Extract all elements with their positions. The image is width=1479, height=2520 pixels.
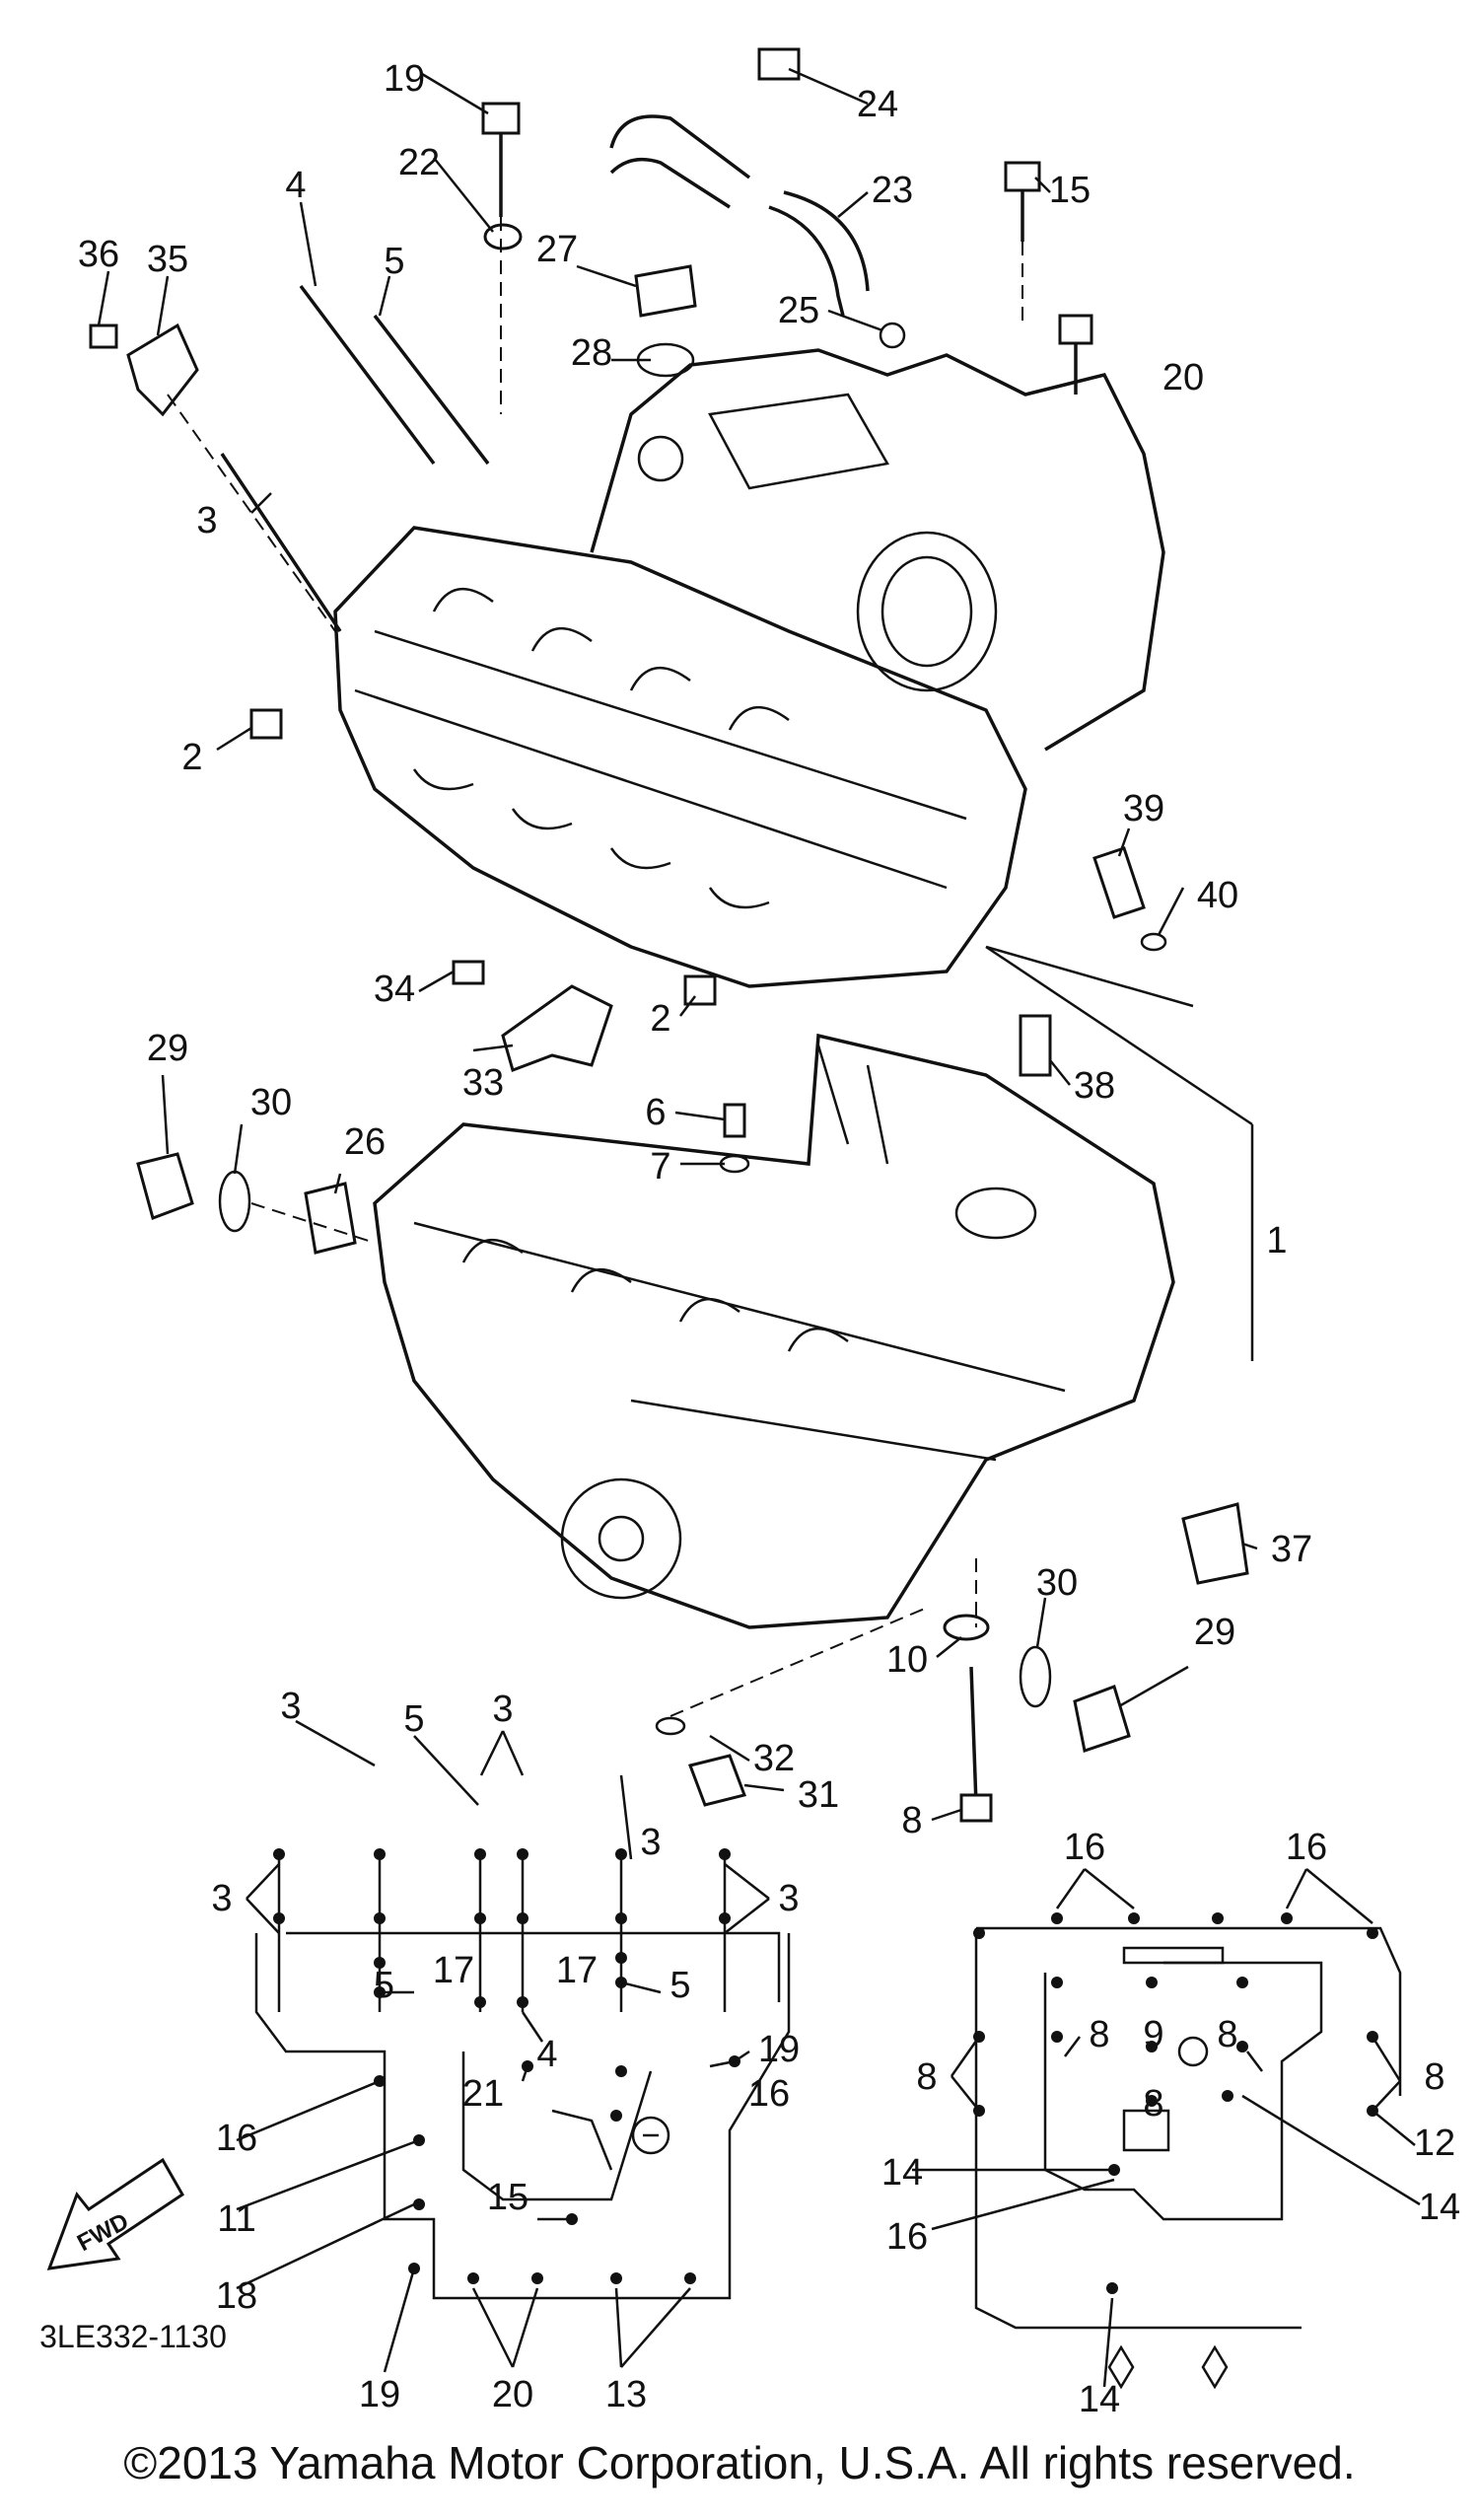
callout-25: 25 (778, 290, 819, 331)
callout-26: 26 (344, 1121, 386, 1163)
left-label-17-b: 17 (556, 1950, 598, 1991)
right-label-14-c: 14 (1079, 2379, 1120, 2420)
left-label-21: 21 (462, 2073, 504, 2115)
left-label-20: 20 (492, 2374, 533, 2415)
callout-35: 35 (147, 239, 188, 280)
left-label-19-b: 19 (359, 2374, 400, 2415)
left-label-11: 11 (217, 2198, 255, 2240)
right-label-14-b: 14 (1419, 2187, 1460, 2228)
callout-19: 19 (384, 58, 425, 100)
callout-10: 10 (886, 1639, 928, 1681)
callout-20: 20 (1162, 357, 1204, 398)
callout-1: 1 (1266, 1220, 1287, 1261)
callout-28: 28 (571, 332, 612, 374)
left-label-4: 4 (536, 2034, 557, 2075)
part-code: 3LE332-1130 (39, 2319, 227, 2354)
callout-27: 27 (536, 229, 578, 270)
callout-24: 24 (857, 84, 898, 125)
callout-29a: 29 (147, 1028, 188, 1069)
right-label-8-a: 8 (1089, 2014, 1109, 2055)
callout-4: 4 (285, 165, 306, 206)
right-label-12: 12 (1414, 2123, 1455, 2164)
upper-crankcase (333, 348, 1165, 988)
right-label-8-right: 8 (1424, 2056, 1444, 2098)
callout-15: 15 (1049, 170, 1091, 211)
left-label-17-a: 17 (433, 1950, 474, 1991)
right-bolt-pattern-detail (912, 1868, 1421, 2390)
copyright-notice: ©2013 Yamaha Motor Corporation, U.S.A. A… (123, 2437, 1356, 2488)
callout-7: 7 (650, 1146, 670, 1188)
callout-3: 3 (196, 500, 217, 541)
left-detail-labels: 3 5 3 3 3 3 5 17 17 5 4 19 21 16 16 11 1… (39, 1686, 800, 2415)
right-label-16-c: 16 (886, 2216, 928, 2258)
callout-40: 40 (1197, 875, 1238, 916)
right-detail-labels: 16 16 8 8 9 8 8 8 12 14 14 16 14 (881, 1827, 1460, 2420)
callout-34: 34 (374, 969, 415, 1010)
right-label-16-b: 16 (1286, 1827, 1327, 1868)
callout-2b: 2 (650, 998, 670, 1040)
callout-31: 31 (798, 1774, 839, 1816)
left-label-3-left: 3 (211, 1878, 232, 1919)
left-label-13: 13 (605, 2374, 647, 2415)
callout-leaders (97, 67, 1258, 1822)
left-label-3-right: 3 (640, 1822, 661, 1863)
right-label-16-a: 16 (1064, 1827, 1105, 1868)
right-detail-bolt-dots (973, 1912, 1378, 2294)
right-label-14-a: 14 (881, 2152, 923, 2194)
callout-38: 38 (1074, 1065, 1115, 1107)
callout-22: 22 (398, 142, 440, 183)
callout-6: 6 (645, 1092, 666, 1133)
left-label-19-a: 19 (758, 2029, 800, 2070)
left-detail-bolt-dots (273, 1848, 740, 2284)
left-label-15: 15 (487, 2177, 528, 2218)
callout-30b: 30 (1036, 1562, 1078, 1604)
callout-labels: 19 24 22 4 23 15 36 35 5 27 25 28 20 3 2… (78, 58, 1312, 1841)
left-label-16-b: 16 (748, 2073, 790, 2115)
callout-39: 39 (1123, 788, 1164, 829)
callout-2a: 2 (181, 737, 202, 778)
left-label-3-top: 3 (280, 1686, 301, 1727)
right-label-8-left: 8 (916, 2056, 937, 2098)
callout-5: 5 (384, 241, 404, 282)
fwd-arrow-icon (46, 2157, 184, 2270)
callout-32: 32 (753, 1738, 795, 1779)
right-label-8-c: 8 (1143, 2083, 1163, 2124)
left-label-3-mid: 3 (492, 1689, 513, 1730)
left-bolt-pattern-detail (46, 1719, 791, 2373)
callout-33: 33 (462, 1062, 504, 1104)
left-label-16-a: 16 (216, 2118, 257, 2159)
callout-30a: 30 (250, 1082, 292, 1123)
callout-23: 23 (872, 170, 913, 211)
left-label-3-far-right: 3 (778, 1878, 799, 1919)
callout-29b: 29 (1194, 1612, 1235, 1653)
left-label-18: 18 (216, 2275, 257, 2317)
callout-37: 37 (1271, 1529, 1312, 1570)
left-label-5-a: 5 (374, 1965, 394, 2006)
right-label-8-b: 8 (1217, 2014, 1237, 2055)
loose-parts (89, 47, 1254, 1823)
right-label-9: 9 (1143, 2014, 1163, 2055)
left-label-5-b: 5 (669, 1965, 690, 2006)
lower-crankcase (373, 1033, 1175, 1629)
callout-8: 8 (901, 1800, 922, 1841)
callout-36: 36 (78, 234, 119, 275)
left-label-5-top: 5 (403, 1698, 424, 1740)
